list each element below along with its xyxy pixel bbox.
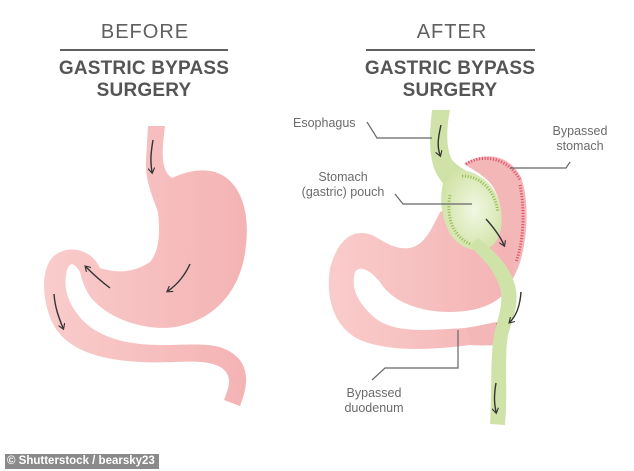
after-heading: GASTRIC BYPASS SURGERY (340, 58, 560, 102)
before-heading: GASTRIC BYPASS SURGERY (34, 58, 254, 102)
before-stomach-illustration (44, 126, 247, 406)
esophagus-label: Esophagus (293, 116, 356, 130)
after-pouch-and-roux-limb-illustration (430, 110, 522, 425)
leader-lines (366, 121, 571, 381)
after-title: AFTER (416, 21, 488, 43)
after-heading-line2: SURGERY (402, 80, 498, 101)
before-heading-line1: GASTRIC BYPASS (58, 58, 230, 79)
before-title: BEFORE (100, 21, 190, 43)
stomach-pouch-label: Stomach (gastric) pouch (301, 170, 385, 199)
bypassed-duodenum-label: Bypassed duodenum (344, 386, 404, 415)
bypassed-stomach-label: Bypassed stomach (552, 124, 608, 153)
after-divider (366, 49, 535, 51)
before-heading-line2: SURGERY (96, 80, 192, 101)
before-divider (60, 49, 228, 51)
after-heading-line1: GASTRIC BYPASS (364, 58, 536, 79)
image-credit: © Shutterstock / bearsky23 (5, 454, 159, 469)
